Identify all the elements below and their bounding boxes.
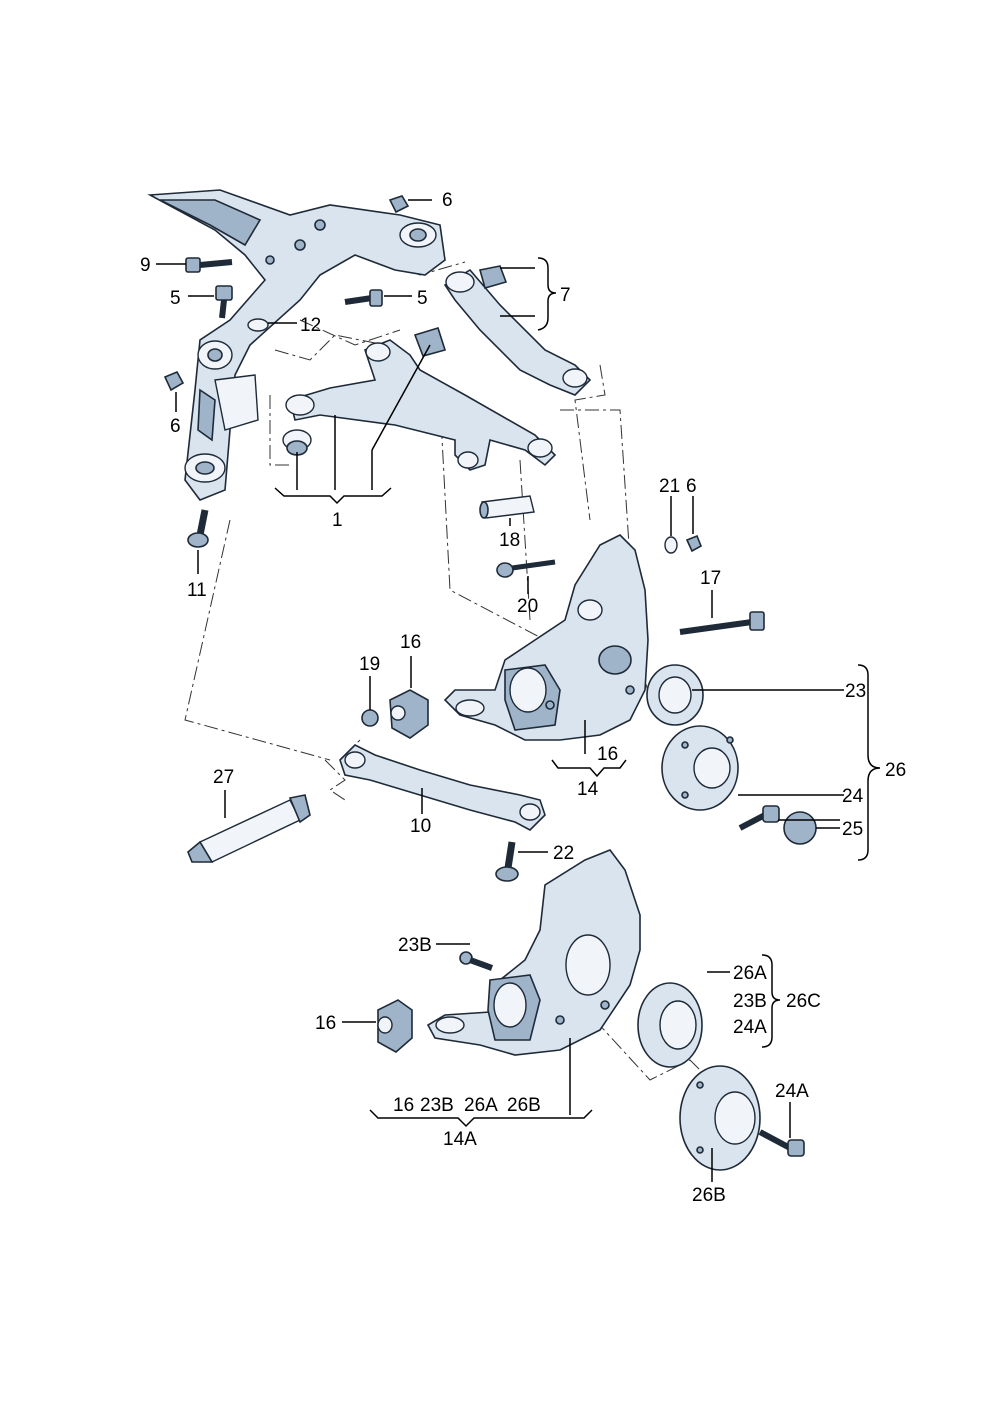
bolt-23B	[459, 951, 494, 971]
bolt-20	[496, 559, 556, 578]
callout-23: 23	[845, 681, 866, 702]
callout-21: 21	[659, 476, 680, 497]
upper-link-7	[443, 265, 592, 396]
bolt-24A	[758, 1129, 805, 1157]
bolt-17	[679, 611, 765, 635]
callout-10: 10	[410, 816, 431, 837]
callout-16: 16	[315, 1013, 336, 1034]
tube-27	[187, 794, 311, 863]
bushing-18	[479, 495, 535, 519]
braces	[274, 257, 881, 1128]
callout-25: 25	[842, 819, 863, 840]
cap-25	[783, 811, 817, 845]
callout-labels: 6 9 5 5 7 12 6 1 11 18 21 6 17 20 16 19 …	[140, 190, 906, 1206]
callout-24A: 24A	[733, 1017, 767, 1038]
callout-16: 16	[597, 744, 618, 765]
bolt-5-vertical	[215, 285, 233, 319]
callout-20: 20	[517, 596, 538, 617]
bearing-26A	[637, 982, 703, 1068]
callout-18: 18	[499, 530, 520, 551]
nut-19	[361, 709, 379, 727]
nut-6-top	[388, 195, 410, 214]
nut-6-right	[685, 534, 703, 553]
wheel-hub-26B	[679, 1065, 761, 1171]
callout-9: 9	[140, 255, 151, 276]
callout-6: 6	[442, 190, 453, 211]
bolt-9	[185, 257, 233, 273]
callout-26A: 26A	[733, 963, 767, 984]
callout-22: 22	[553, 843, 574, 864]
callout-1: 1	[332, 510, 343, 531]
bolt-5-horizontal	[344, 289, 383, 307]
callout-16: 16	[393, 1095, 414, 1116]
callout-6: 6	[170, 416, 181, 437]
callout-26B: 26B	[692, 1185, 726, 1206]
bolt-24	[738, 805, 780, 831]
bolt-11	[187, 509, 209, 548]
callout-14A: 14A	[443, 1129, 477, 1150]
bolt-22	[495, 841, 519, 882]
bearing-23	[646, 664, 704, 726]
assembly-lines	[184, 244, 721, 1091]
callout-26: 26	[885, 760, 906, 781]
callout-24: 24	[842, 786, 864, 807]
rear-subframe	[147, 189, 446, 501]
callout-23B: 23B	[420, 1095, 454, 1116]
callout-26C: 26C	[786, 991, 821, 1012]
callout-23B: 23B	[398, 935, 432, 956]
nut-16-lower	[377, 999, 413, 1053]
callout-14: 14	[577, 779, 599, 800]
callout-23B: 23B	[733, 991, 767, 1012]
callout-11: 11	[187, 580, 207, 601]
nut-6-left	[163, 370, 185, 392]
callout-6: 6	[686, 476, 697, 497]
wheel-hub-24	[661, 725, 739, 811]
callout-27: 27	[213, 767, 234, 788]
wheel-bearing-housing-14A	[426, 849, 641, 1056]
callout-26B: 26B	[507, 1095, 541, 1116]
nut-16	[389, 689, 429, 739]
lower-link-10	[339, 744, 546, 831]
callout-7: 7	[560, 285, 571, 306]
wishbone-arm-1	[282, 327, 557, 471]
callout-5: 5	[170, 288, 181, 309]
washer-12	[247, 318, 269, 332]
callout-19: 19	[359, 654, 380, 675]
callout-12: 12	[300, 315, 321, 336]
washer-21	[664, 536, 678, 554]
callout-17: 17	[700, 568, 721, 589]
wheel-bearing-housing-14	[443, 534, 649, 741]
leader-lines	[156, 199, 844, 1182]
callout-5: 5	[417, 288, 428, 309]
callout-26A: 26A	[464, 1095, 498, 1116]
callout-16: 16	[400, 632, 421, 653]
callout-24A: 24A	[775, 1081, 809, 1102]
